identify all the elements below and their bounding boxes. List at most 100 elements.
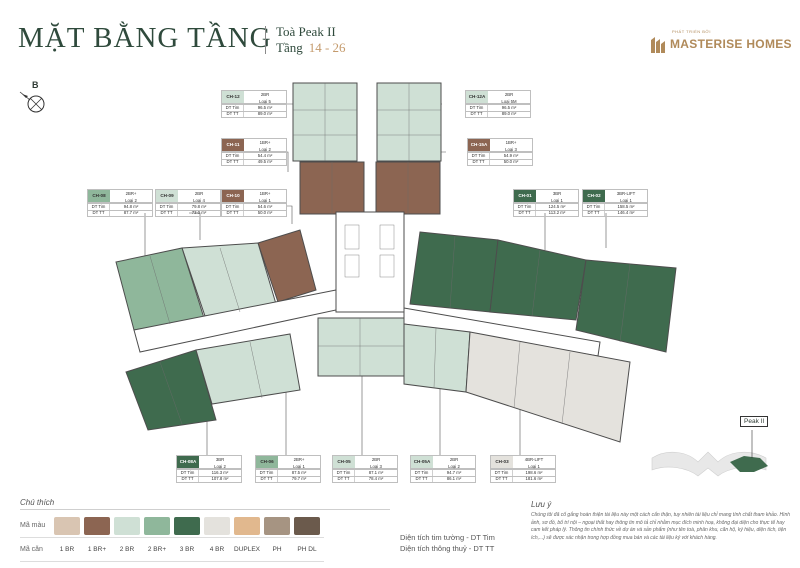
- dt-tt-label: DT TT: [256, 477, 278, 482]
- dt-tt-label: DT TT: [88, 211, 110, 216]
- unit-label-ch05[interactable]: CH-05 2BR Loại 3 DT Tim 87.1 m² DT TT 78.4 m…: [332, 455, 398, 483]
- dt-tt-value: 78.4 m²: [368, 476, 384, 482]
- unit-type: 2BR: [260, 92, 270, 97]
- dt-tim-value: 87.1 m²: [368, 469, 384, 475]
- unit-code: CH-06: [256, 456, 278, 468]
- unit-layout: Loại 1: [528, 464, 540, 469]
- dt-tt-value: 49.5 m²: [257, 159, 273, 165]
- unit-layout: Loại 1: [293, 464, 305, 469]
- leader-lines: [144, 103, 607, 456]
- unit-code: CH-12A: [466, 91, 488, 103]
- brand-name: MASTERISE HOMES: [670, 37, 792, 51]
- legend-swatch-1br-plus: [84, 516, 110, 535]
- unit-ch11: [299, 161, 365, 215]
- compass-north-label: B: [32, 80, 39, 90]
- legend-name: 2 BR+: [147, 546, 167, 553]
- unit-ch02: [575, 259, 677, 353]
- dt-tt-value: 89.0 m²: [257, 111, 273, 117]
- unit-ch08a: [125, 349, 217, 431]
- unit-ch06: [195, 333, 301, 405]
- dt-tt-value: 73.0 m²: [191, 210, 207, 216]
- dt-tt-label: DT TT: [222, 112, 244, 117]
- legend-swatch-1br: [54, 516, 80, 535]
- dt-tt-label: DT TT: [583, 211, 605, 216]
- unit-ch09: [181, 242, 277, 317]
- dt-tim-value: 79.8 m²: [191, 203, 207, 209]
- unit-code: CH-02: [583, 190, 605, 202]
- dt-tt-label: DT TT: [468, 160, 490, 165]
- legend-name: 1 BR: [59, 546, 75, 553]
- unit-layout: Loại 2: [125, 198, 137, 203]
- legend-name: DUPLEX: [234, 546, 261, 553]
- unit-code: CH-05: [333, 456, 355, 468]
- unit-ch05: [317, 317, 405, 377]
- dt-tim-value: 158.5 m²: [617, 203, 635, 209]
- dt-tim-label: DT Tim: [256, 470, 278, 476]
- dt-tim-value: 54.6 m²: [257, 203, 273, 209]
- unit-type: 2BR: [371, 457, 381, 462]
- dt-tim-label: DT Tim: [333, 470, 355, 476]
- legend-name: PH DL: [297, 546, 317, 553]
- legend-name: 1 BR+: [87, 546, 107, 553]
- dt-tim-label: DT Tim: [583, 204, 605, 210]
- dt-tim-value: 54.4 m²: [257, 152, 273, 158]
- north-compass: B: [14, 80, 54, 120]
- dt-tt-label: DT TT: [333, 477, 355, 482]
- dt-tim-value: 94.7 m²: [446, 469, 462, 475]
- unit-layout: Loại 2: [448, 464, 460, 469]
- unit-type: 1BR+: [259, 191, 271, 196]
- unit-ch08: [115, 247, 205, 331]
- legend-row-label: Mã màu: [20, 522, 46, 529]
- unit-code: CH-12: [222, 91, 244, 103]
- dt-tim-value: 96.5 m²: [501, 104, 517, 110]
- dt-tt-label: DT TT: [491, 477, 513, 482]
- dt-tim-label: DT Tim: [156, 204, 178, 210]
- dt-tim-value: 116.3 m²: [211, 469, 229, 475]
- dt-tim-value: 198.6 m²: [525, 469, 543, 475]
- dt-tim-label: DT Tim: [468, 153, 490, 159]
- key-plan-label: Peak II: [740, 416, 769, 427]
- unit-code: CH-10: [222, 190, 244, 202]
- unit-type: 2BR+: [125, 191, 137, 196]
- unit-layout: Loại 1: [620, 198, 632, 203]
- legend-swatch-3br: [174, 516, 200, 535]
- unit-type: 3BR-LIFT: [616, 191, 636, 196]
- unit-layout: Loại 2: [214, 464, 226, 469]
- dt-tim-value: 94.8 m²: [123, 203, 139, 209]
- dt-tim-label: DT Tim: [88, 204, 110, 210]
- unit-ch12a: [376, 82, 442, 162]
- page-title: MẶT BẰNG TẦNG: [18, 22, 272, 54]
- dt-tim-value: 124.5 m²: [548, 203, 566, 209]
- dt-tim-label: DT Tim: [222, 204, 244, 210]
- interior-walls: [149, 83, 631, 425]
- dt-tim-label: DT Tim: [491, 470, 513, 476]
- dt-tt-value: 50.0 m²: [503, 159, 519, 165]
- legend-name: 4 BR: [209, 546, 225, 553]
- dt-tt-value: 50.0 m²: [257, 210, 273, 216]
- legend-name-row: Mã căn 1 BR 1 BR+ 2 BR 2 BR+ 3 BR 4 BR D…: [20, 538, 324, 562]
- unit-layout: Loại 5M: [501, 99, 517, 104]
- unit-layout: Loại 3: [505, 147, 517, 152]
- note-body: Chúng tôi đã cố gắng hoàn thiện tài liệu…: [531, 512, 791, 541]
- dt-tt-value: 113.2 m²: [548, 210, 566, 216]
- unit-code: CH-11: [222, 139, 244, 151]
- dt-tim-label: DT Tim: [222, 153, 244, 159]
- unit-code: CH-15A: [468, 139, 490, 151]
- dt-tt-label: DT TT: [222, 211, 244, 216]
- unit-label-ch02[interactable]: CH-02 3BR-LIFT Loại 1 DT Tim 158.5 m² DT TT…: [582, 189, 648, 217]
- unit-type: 2BR: [449, 457, 459, 462]
- unit-layout: Loại 3: [370, 464, 382, 469]
- dt-tt-value: 79.7 m²: [291, 476, 307, 482]
